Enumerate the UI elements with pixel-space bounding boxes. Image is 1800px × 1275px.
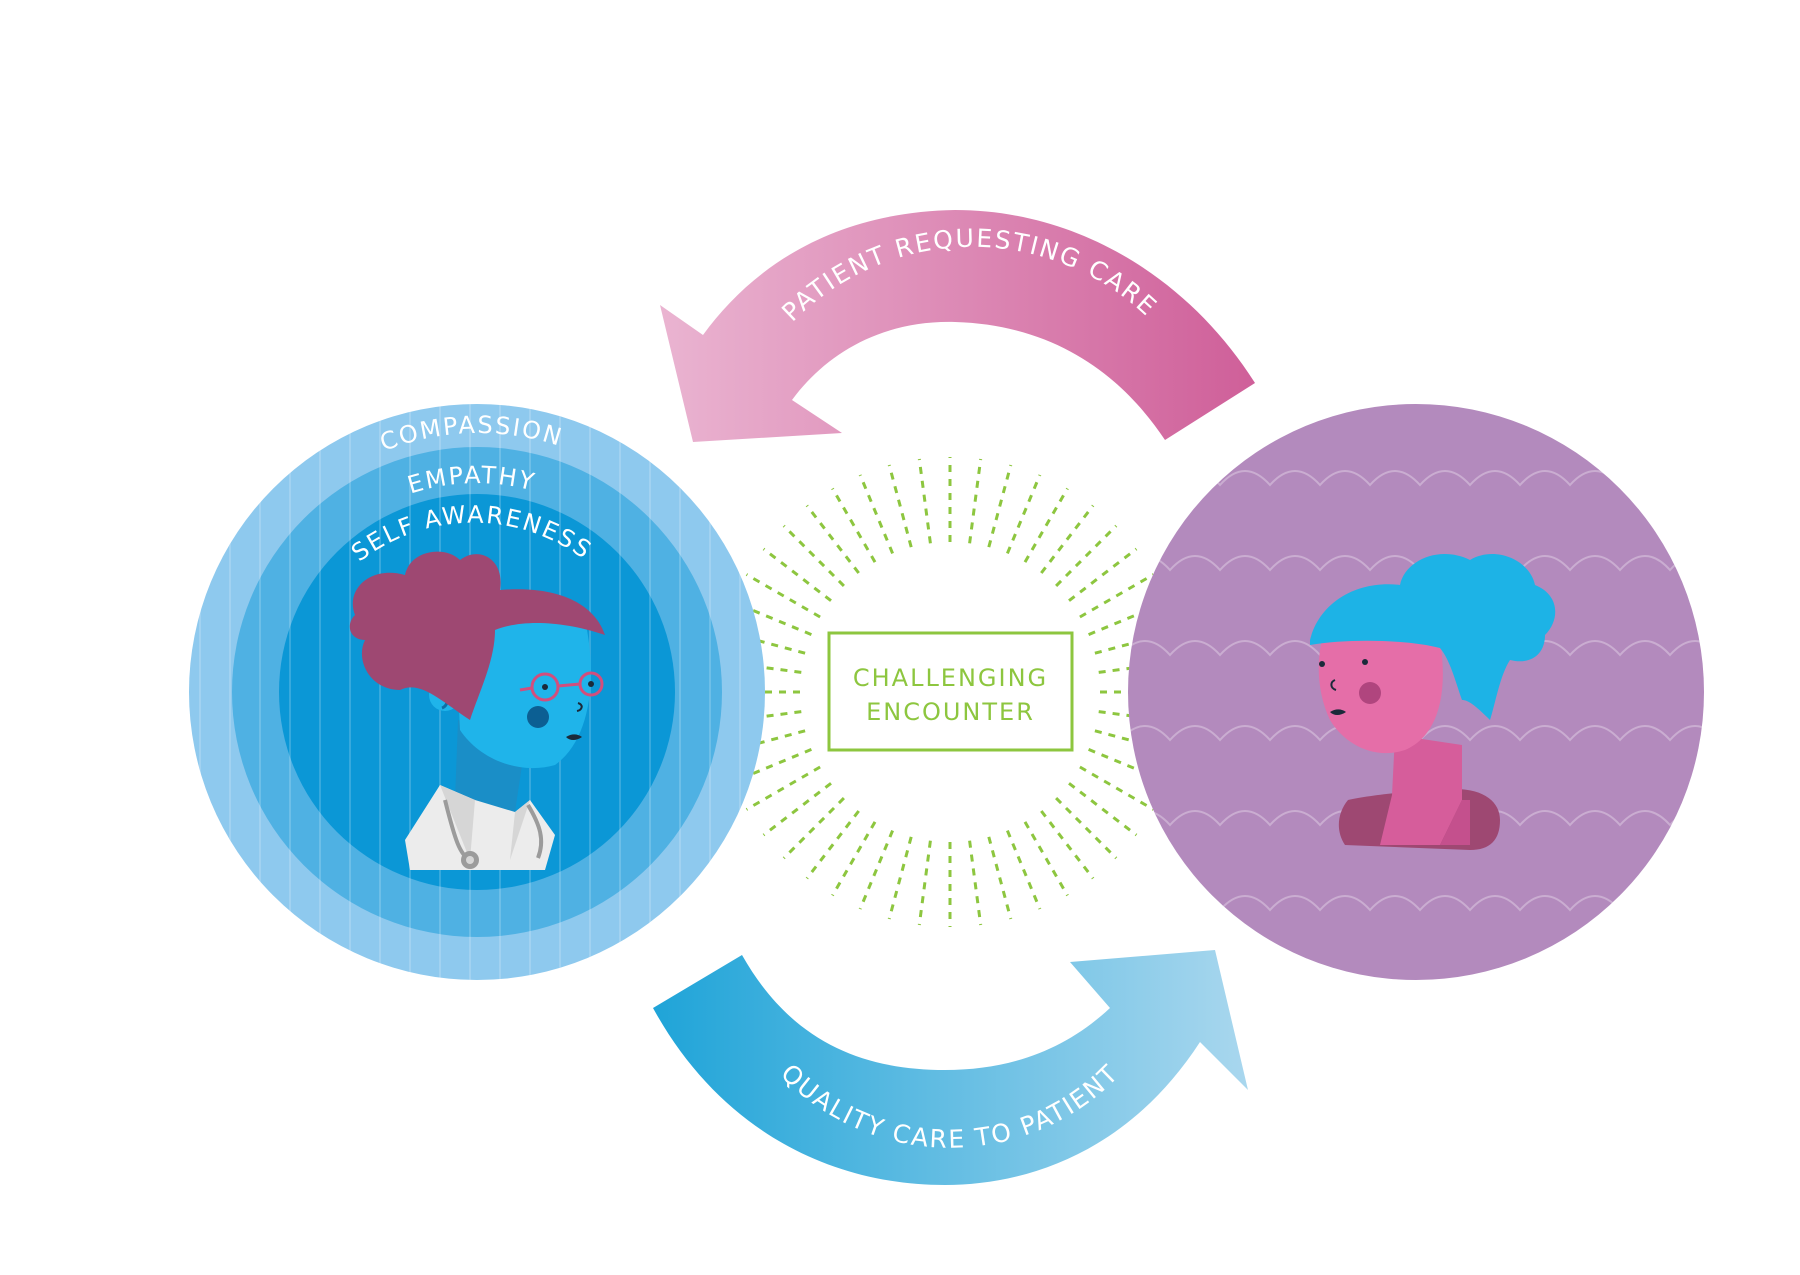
burst-ray bbox=[831, 487, 877, 563]
burst-ray bbox=[987, 836, 1013, 920]
burst-ray bbox=[917, 458, 932, 544]
burst-ray bbox=[762, 782, 832, 837]
burst-ray bbox=[887, 836, 913, 920]
burst-ray bbox=[887, 464, 913, 548]
burst-ray bbox=[968, 458, 983, 544]
burst-ray bbox=[858, 474, 894, 554]
doctor-icon bbox=[349, 551, 605, 870]
burst-ray bbox=[745, 765, 821, 811]
provider-circle: COMPASSION EMPATHY SELF AWARENESS bbox=[189, 404, 765, 980]
burst-ray bbox=[1040, 504, 1095, 574]
patient-icon bbox=[1310, 554, 1556, 850]
burst-ray bbox=[1023, 821, 1069, 897]
burst-ray bbox=[858, 830, 894, 910]
challenging-encounter-box: CHALLENGING ENCOUNTER bbox=[827, 631, 1074, 752]
burst-ray bbox=[745, 573, 821, 619]
burst-ray bbox=[917, 840, 932, 926]
encounter-label: ENCOUNTER bbox=[866, 698, 1035, 726]
burst-ray bbox=[1068, 782, 1138, 837]
burst-ray bbox=[1023, 487, 1069, 563]
burst-ray bbox=[1068, 547, 1138, 602]
burst-ray bbox=[831, 821, 877, 897]
burst-ray bbox=[782, 797, 845, 860]
burst-ray bbox=[968, 840, 983, 926]
burst-ray bbox=[987, 464, 1013, 548]
burst-ray bbox=[782, 524, 845, 587]
burst-ray bbox=[762, 547, 832, 602]
burst-ray bbox=[1006, 830, 1042, 910]
burst-ray bbox=[1006, 474, 1042, 554]
burst-ray bbox=[1055, 524, 1118, 587]
burst-ray bbox=[805, 504, 860, 574]
challenging-label: CHALLENGING bbox=[853, 664, 1048, 692]
burst-ray bbox=[1079, 573, 1155, 619]
quality-care-to-patient-arrow: QUALITY CARE TO PATIENT bbox=[653, 950, 1248, 1185]
burst-ray bbox=[1040, 810, 1095, 880]
burst-ray bbox=[805, 810, 860, 880]
patient-requesting-care-arrow: PATIENT REQUESTING CARE bbox=[660, 210, 1255, 442]
burst-ray bbox=[1079, 765, 1155, 811]
patient-circle bbox=[1128, 404, 1704, 980]
burst-ray bbox=[1055, 797, 1118, 860]
